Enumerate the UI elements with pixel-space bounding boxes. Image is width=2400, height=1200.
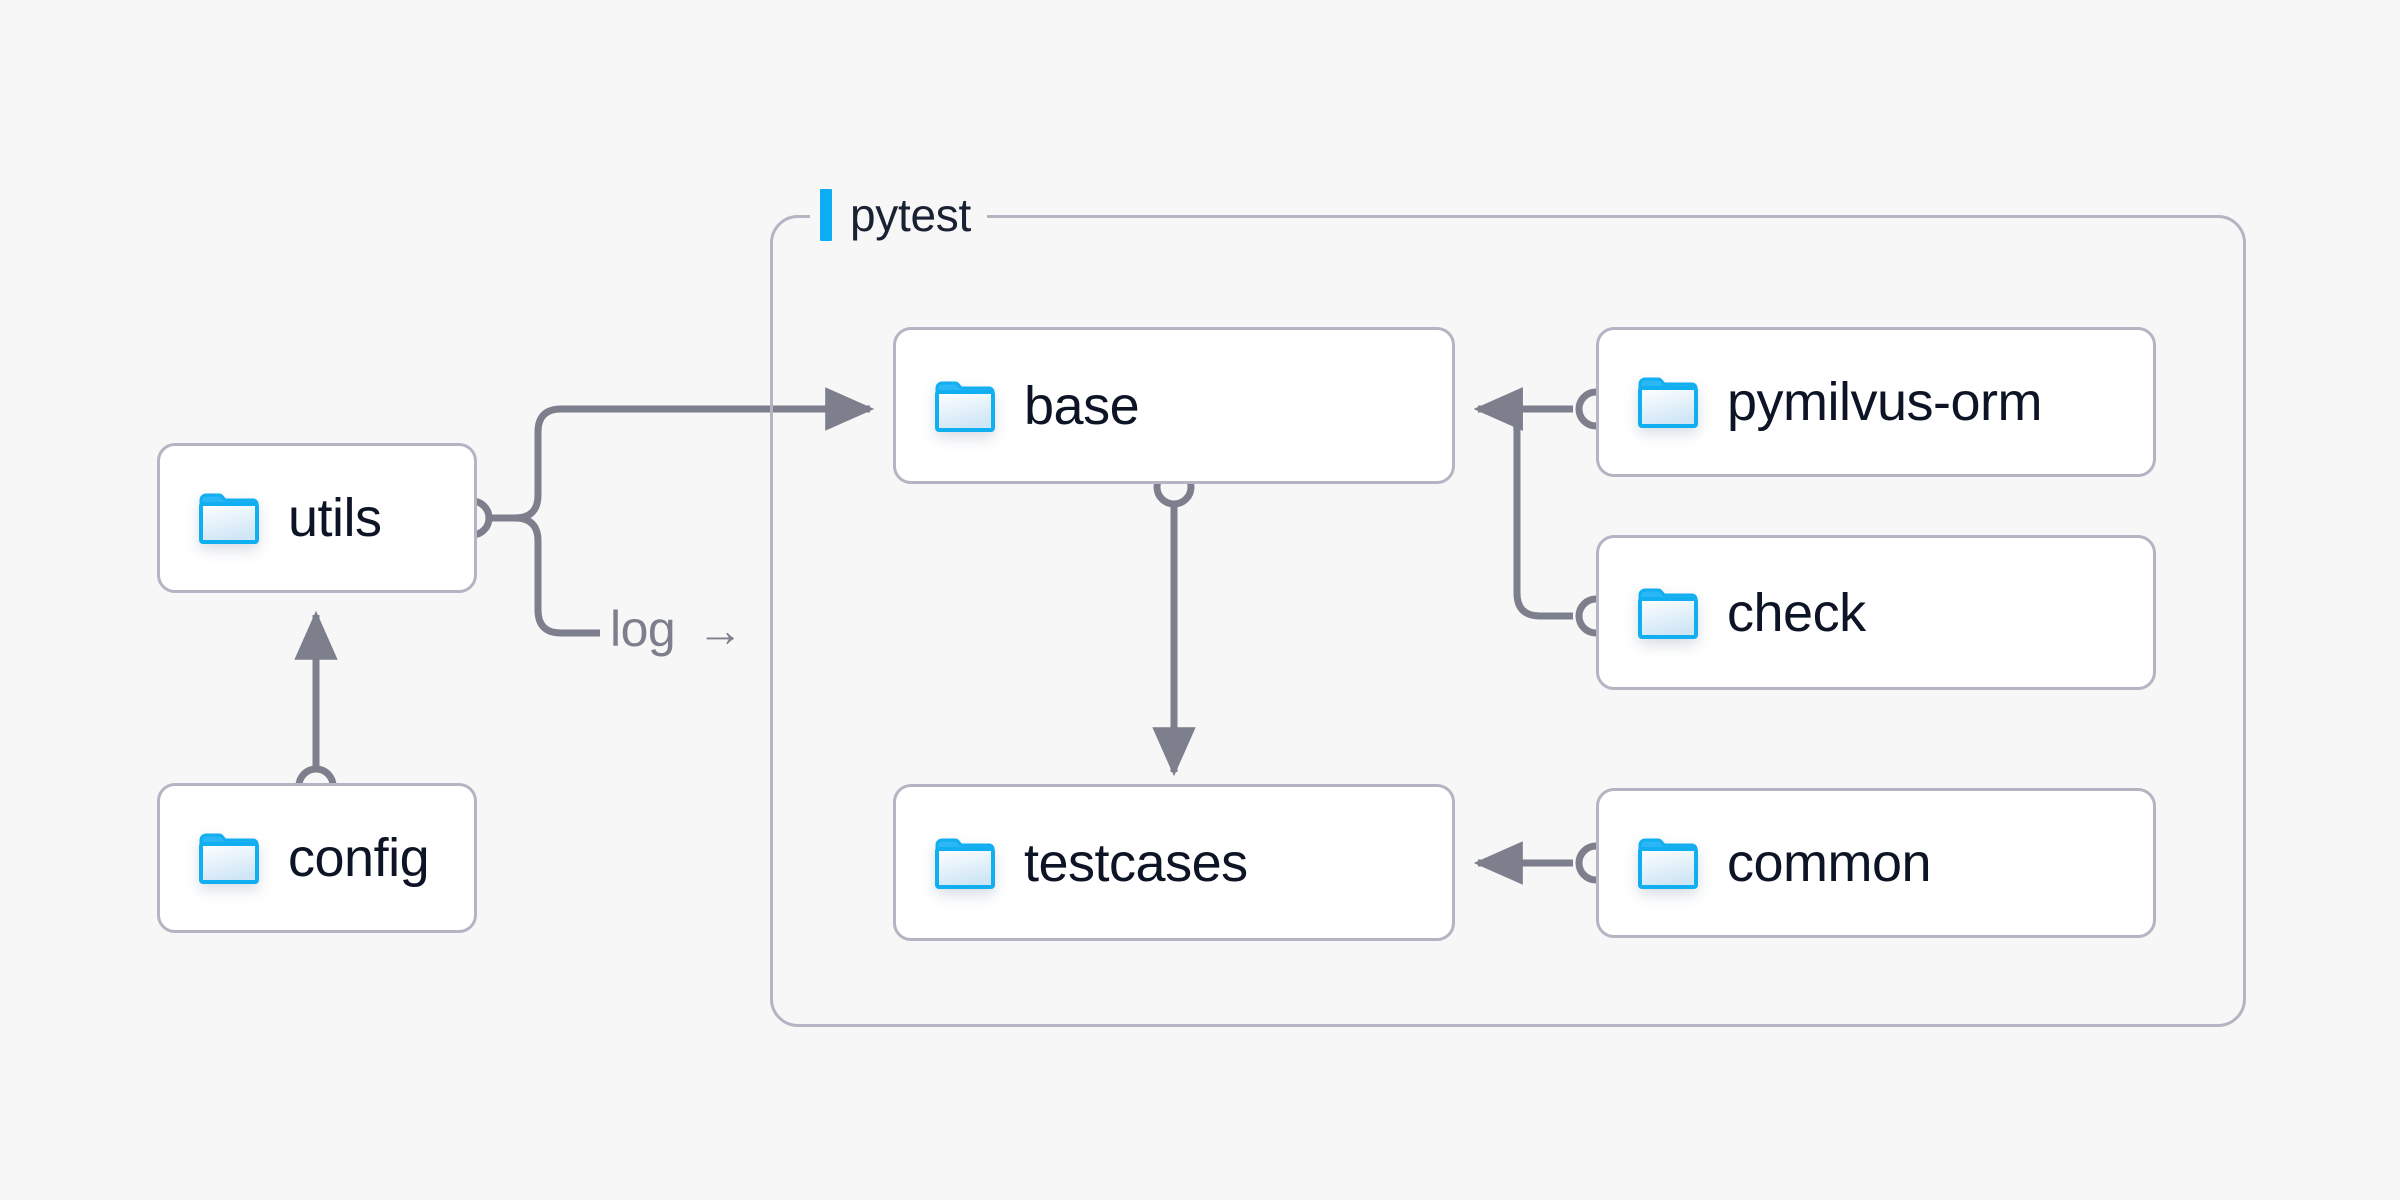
folder-icon [1637,375,1699,429]
node-label: base [1024,375,1140,436]
node-label: common [1727,833,1932,893]
folder-icon [934,379,996,433]
arrow-right-icon: → [697,604,743,656]
node-label: config [288,828,430,888]
edge-utils-to-log [492,514,600,637]
node-config[interactable]: config [157,783,477,933]
node-utils[interactable]: utils [157,443,477,593]
group-container-pytest[interactable] [770,215,2246,1027]
node-label: utils [288,488,382,548]
folder-icon [198,491,260,545]
node-testcases[interactable]: testcases [893,784,1455,941]
node-label: check [1727,582,1866,643]
node-label: pymilvus-orm [1727,372,2043,432]
folder-icon [934,836,996,890]
group-label-text: pytest [850,189,971,241]
folder-icon [198,831,260,885]
node-common[interactable]: common [1596,788,2156,938]
edge-label-log-label: log → [610,604,743,654]
node-label: testcases [1024,832,1248,893]
folder-icon [1637,836,1699,890]
group-label-pytest: pytest [810,187,987,243]
node-pymilvus-orm[interactable]: pymilvus-orm [1596,327,2156,477]
folder-icon [1637,586,1699,640]
vertical-bar-accent-icon [820,189,832,241]
node-base[interactable]: base [893,327,1455,484]
edge-label-text: log [610,601,676,657]
node-check[interactable]: check [1596,535,2156,690]
